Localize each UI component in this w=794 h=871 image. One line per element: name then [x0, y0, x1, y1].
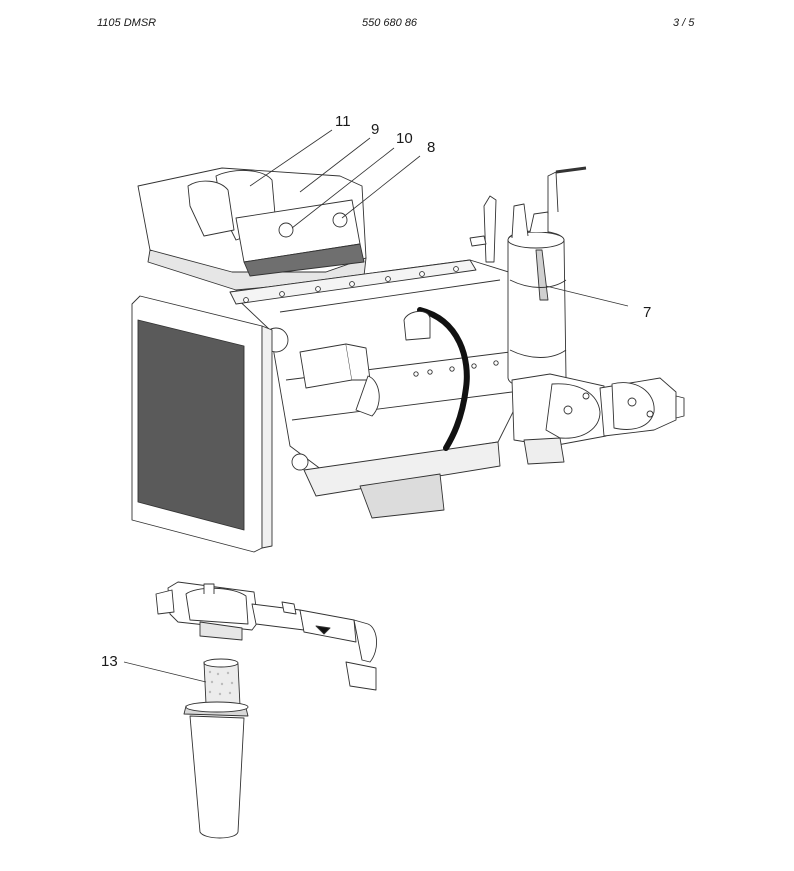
header-page-number: 3 / 5 — [673, 17, 695, 29]
callout-11: 11 — [335, 113, 351, 130]
header-model: 1105 DMSR — [97, 17, 157, 29]
callout-13: 13 — [101, 653, 118, 670]
callout-8: 8 — [427, 139, 435, 156]
callout-leaders — [123, 129, 629, 683]
inline-filter-assembly — [155, 581, 377, 839]
callout-10: 10 — [396, 130, 413, 147]
header-part-number: 550 680 86 — [362, 17, 418, 29]
callout-7: 7 — [643, 304, 651, 321]
callout-9: 9 — [371, 121, 379, 138]
engine-assembly — [131, 166, 685, 553]
